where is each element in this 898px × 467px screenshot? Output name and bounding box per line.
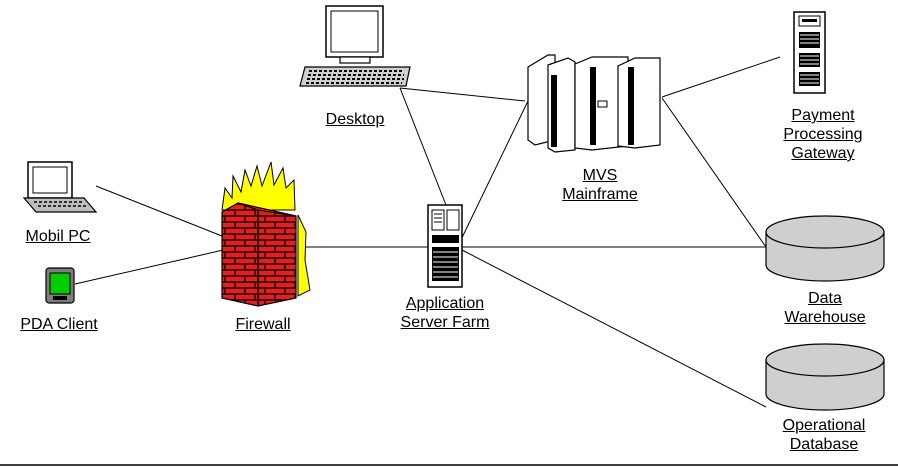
payment-label-line2: Processing — [783, 126, 863, 143]
link-mobilpc-firewall — [95, 185, 233, 241]
connection-lines — [74, 56, 781, 408]
data-warehouse-label: Data Warehouse — [762, 289, 888, 327]
link-desktop-mainframe — [399, 87, 526, 102]
server-farm-icon — [427, 204, 463, 288]
data-warehouse-icon — [765, 215, 885, 282]
payment-gateway-icon — [793, 11, 826, 94]
payment-label: Payment Processing Gateway — [768, 106, 878, 163]
mainframe-label-line1: MVS — [582, 167, 618, 184]
firewall-label-text: Firewall — [235, 316, 291, 333]
mobil-pc-label: Mobil PC — [10, 227, 106, 246]
operational-db-label-line1: Operational — [782, 417, 866, 434]
firewall-icon — [221, 161, 311, 307]
data-warehouse-label-line2: Warehouse — [784, 309, 866, 326]
operational-db-label: Operational Database — [760, 416, 888, 454]
app-server-label-line1: Application — [405, 295, 485, 312]
desktop-icon — [299, 5, 411, 87]
mobil-pc-label-text: Mobil PC — [25, 228, 91, 245]
link-appserver-mainframe — [457, 100, 529, 247]
app-server-label: Application Server Farm — [380, 294, 510, 332]
mainframe-icon — [527, 54, 661, 153]
pda-label: PDA Client — [4, 315, 114, 334]
operational-db-label-line2: Database — [789, 436, 859, 453]
data-warehouse-label-line1: Data — [808, 290, 842, 307]
link-pda-firewall — [74, 247, 233, 285]
firewall-label: Firewall — [216, 315, 310, 334]
mainframe-label: MVS Mainframe — [540, 166, 660, 204]
pda-label-text: PDA Client — [20, 316, 98, 333]
operational-database-icon — [765, 343, 885, 411]
mainframe-label-line2: Mainframe — [562, 186, 638, 203]
link-desktop-appserver — [399, 87, 447, 206]
desktop-label-text: Desktop — [325, 111, 385, 128]
pda-icon — [45, 267, 75, 304]
desktop-label: Desktop — [312, 110, 398, 129]
laptop-icon — [22, 161, 98, 213]
app-server-label-line2: Server Farm — [400, 314, 490, 331]
payment-label-line1: Payment — [791, 107, 855, 124]
link-mainframe-warehouse — [661, 97, 767, 248]
link-appserver-operational — [461, 249, 767, 408]
link-mainframe-payment — [661, 56, 781, 98]
payment-label-line3: Gateway — [791, 145, 855, 162]
